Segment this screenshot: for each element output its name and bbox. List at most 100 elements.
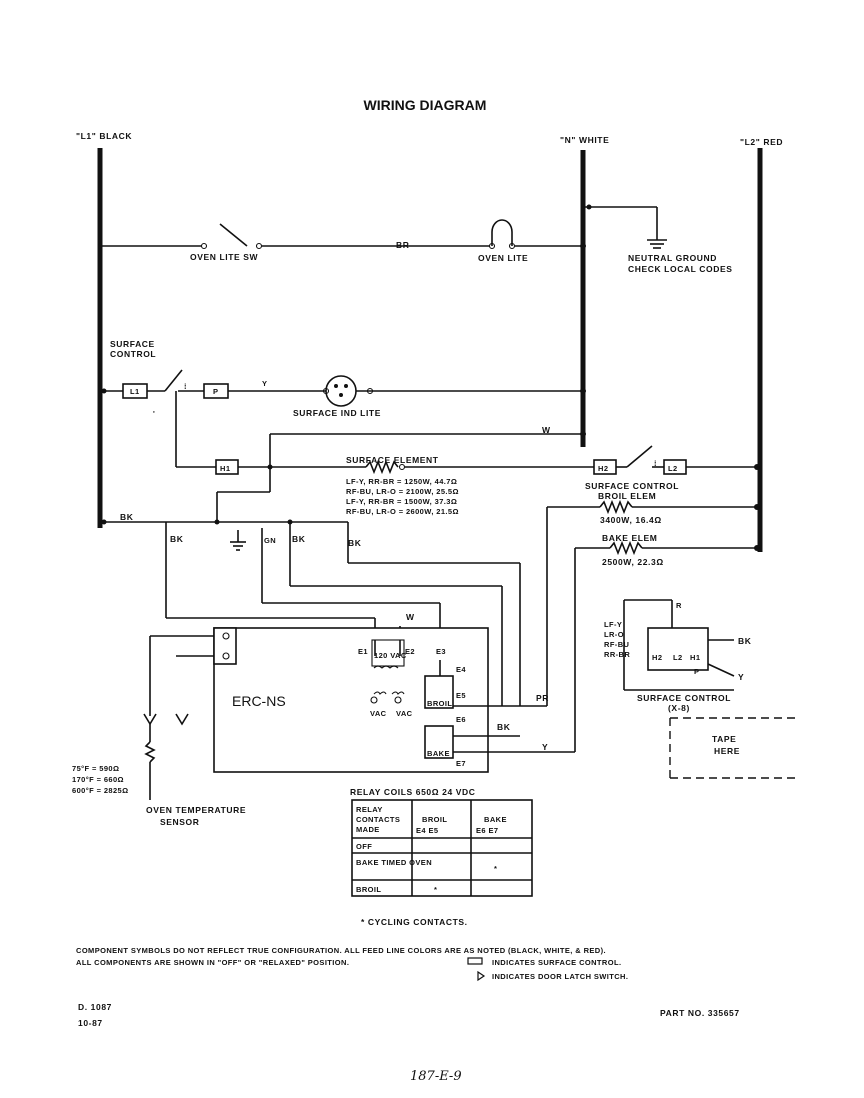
line-n-label: "N" WHITE	[560, 135, 609, 145]
detail-bk-label: BK	[738, 636, 752, 646]
relay-caption: RELAY COILS 650Ω 24 VDC	[350, 787, 476, 797]
sensor-r3: 600°F = 2825Ω	[72, 786, 129, 795]
bake-relay	[424, 725, 454, 759]
e5-label: E5	[456, 691, 466, 700]
cycling-note: * CYCLING CONTACTS.	[361, 917, 468, 927]
broil-elem-rating: 3400W, 16.4Ω	[600, 515, 662, 525]
e1-label: E1	[358, 647, 368, 656]
ground-label-2: CHECK LOCAL CODES	[628, 264, 733, 274]
sensor-label-2: SENSOR	[160, 817, 200, 827]
oven-lite-label: OVEN LITE	[478, 253, 528, 263]
detail-code-3: RF-BU	[604, 640, 629, 649]
wire-gn-label: GN	[264, 536, 276, 545]
surface-control-symbol-icon	[467, 957, 483, 965]
note-line-1: COMPONENT SYMBOLS DO NOT REFLECT TRUE CO…	[76, 946, 606, 955]
relay-broil-mark: *	[434, 885, 437, 894]
detail-label: SURFACE CONTROL	[637, 693, 731, 703]
rating-2: RF-BU, LR-O = 2100W, 25.5Ω	[346, 487, 459, 496]
wire-y-bake: Y	[542, 742, 548, 752]
broil-elem-label: BROIL ELEM	[598, 491, 656, 501]
surface-control-circuit: SURFACE CONTROL L1 ⁞ P Y SURFACE IND LIT…	[100, 339, 760, 516]
sensor-r2: 170°F = 660Ω	[72, 775, 124, 784]
relay-header-3: MADE	[356, 825, 380, 834]
detail-code-1: LF-Y	[604, 620, 622, 629]
vac120-label: 120 VAC	[374, 651, 407, 660]
wire-bk-4: BK	[348, 538, 362, 548]
tape-label-1: TAPE	[712, 734, 736, 744]
p-terminal-label: P	[213, 387, 218, 396]
e4-label: E4	[456, 665, 466, 674]
e7-label: E7	[456, 759, 466, 768]
surface-ind-lite-icon	[325, 375, 357, 407]
detail-h2: H2	[652, 653, 662, 662]
surface-control-switch-icon	[647, 627, 709, 671]
part-number: PART NO. 335657	[660, 1008, 740, 1018]
vac-label-1: VAC	[370, 709, 387, 718]
relay-header-2: CONTACTS	[356, 815, 400, 824]
bake-broil-elements: BROIL ELEM 3400W, 16.4Ω BAKE ELEM 2500W,…	[546, 491, 760, 752]
bake-element-resistor	[609, 540, 643, 556]
relay-table: RELAY COILS 650Ω 24 VDC RELAY CONTACTS M…	[350, 787, 533, 897]
wire-bk-2: BK	[170, 534, 184, 544]
detail-y-label: Y	[738, 672, 744, 682]
broil-element-resistor	[599, 499, 633, 515]
surface-control-label-1: SURFACE	[110, 339, 155, 349]
relay-broil-head: BROIL	[422, 815, 447, 824]
relay-row-broil: BROIL	[356, 885, 381, 894]
e6-label: E6	[456, 715, 466, 724]
wire-bk-3: BK	[292, 534, 306, 544]
footer-code-2: 10-87	[78, 1018, 103, 1028]
rating-4: RF-BU, LR-O = 2600W, 21.5Ω	[346, 507, 459, 516]
l2-terminal-label: L2	[668, 464, 678, 473]
svg-text:': '	[153, 409, 155, 418]
tape-label-2: HERE	[714, 746, 740, 756]
oven-sensor: 75°F = 590Ω 170°F = 660Ω 600°F = 2825Ω O…	[72, 635, 246, 827]
note-line-3: INDICATES SURFACE CONTROL.	[492, 958, 621, 967]
vac-label-2: VAC	[396, 709, 413, 718]
relay-row-bake: BAKE TIMED OVEN	[356, 858, 432, 867]
line-l2-label: "L2" RED	[740, 137, 783, 147]
transformer-icon	[373, 665, 399, 669]
wire-w-label: W	[542, 425, 551, 435]
wire-bk-5: BK	[497, 722, 511, 732]
sensor-label-1: OVEN TEMPERATURE	[146, 805, 246, 815]
neutral-ground: NEUTRAL GROUND CHECK LOCAL CODES	[583, 204, 733, 274]
surface-control-right-label: SURFACE CONTROL	[585, 481, 679, 491]
surface-ind-lite-label: SURFACE IND LITE	[293, 408, 381, 418]
oven-lite-lamp-icon	[491, 219, 513, 246]
surface-control-detail: R LF-Y LR-O RF-BU RR-BR H2 L2 H1 P BK Y …	[604, 599, 752, 713]
svg-text:⁞: ⁞	[184, 382, 187, 391]
l1-terminal-label: L1	[130, 387, 140, 396]
broil-relay-label: BROIL	[427, 699, 452, 708]
door-latch-symbol-icon	[477, 970, 486, 982]
note-line-2: ALL COMPONENTS ARE SHOWN IN "OFF" OR "RE…	[76, 958, 349, 967]
detail-code-2: LR-O	[604, 630, 624, 639]
wire-pr-label: PR	[536, 693, 549, 703]
h2-terminal-label: H2	[598, 464, 608, 473]
surface-element-resistor	[365, 459, 399, 475]
rating-3: LF-Y, RR-BR = 1500W, 37.3Ω	[346, 497, 457, 506]
relay-broil-sub: E4 E5	[416, 826, 438, 835]
broil-relay	[424, 675, 454, 709]
relay-bake-head: BAKE	[484, 815, 507, 824]
ground-label-1: NEUTRAL GROUND	[628, 253, 717, 263]
detail-l2: L2	[673, 653, 683, 662]
surface-element-label: SURFACE ELEMENT	[346, 455, 439, 465]
erc-name: ERC-NS	[232, 693, 286, 709]
rating-1: LF-Y, RR-BR = 1250W, 44.7Ω	[346, 477, 457, 486]
diagram-title: WIRING DIAGRAM	[364, 97, 487, 113]
bake-relay-label: BAKE	[427, 749, 450, 758]
footer-code-1: D. 1087	[78, 1002, 112, 1012]
notes: COMPONENT SYMBOLS DO NOT REFLECT TRUE CO…	[76, 946, 628, 982]
relay-row-off: OFF	[356, 842, 372, 851]
oven-lite-wire-label: BR	[396, 240, 409, 250]
sensor-r1: 75°F = 590Ω	[72, 764, 119, 773]
bake-elem-label: BAKE ELEM	[602, 533, 657, 543]
wire-y-label: Y	[262, 379, 267, 388]
oven-control-wiring: BK BK BK GN BK W	[100, 491, 521, 706]
note-line-4: INDICATES DOOR LATCH SWITCH.	[492, 972, 628, 981]
e2-label: E2	[405, 647, 415, 656]
sensor-resistor	[144, 741, 156, 763]
detail-r-label: R	[676, 601, 682, 610]
